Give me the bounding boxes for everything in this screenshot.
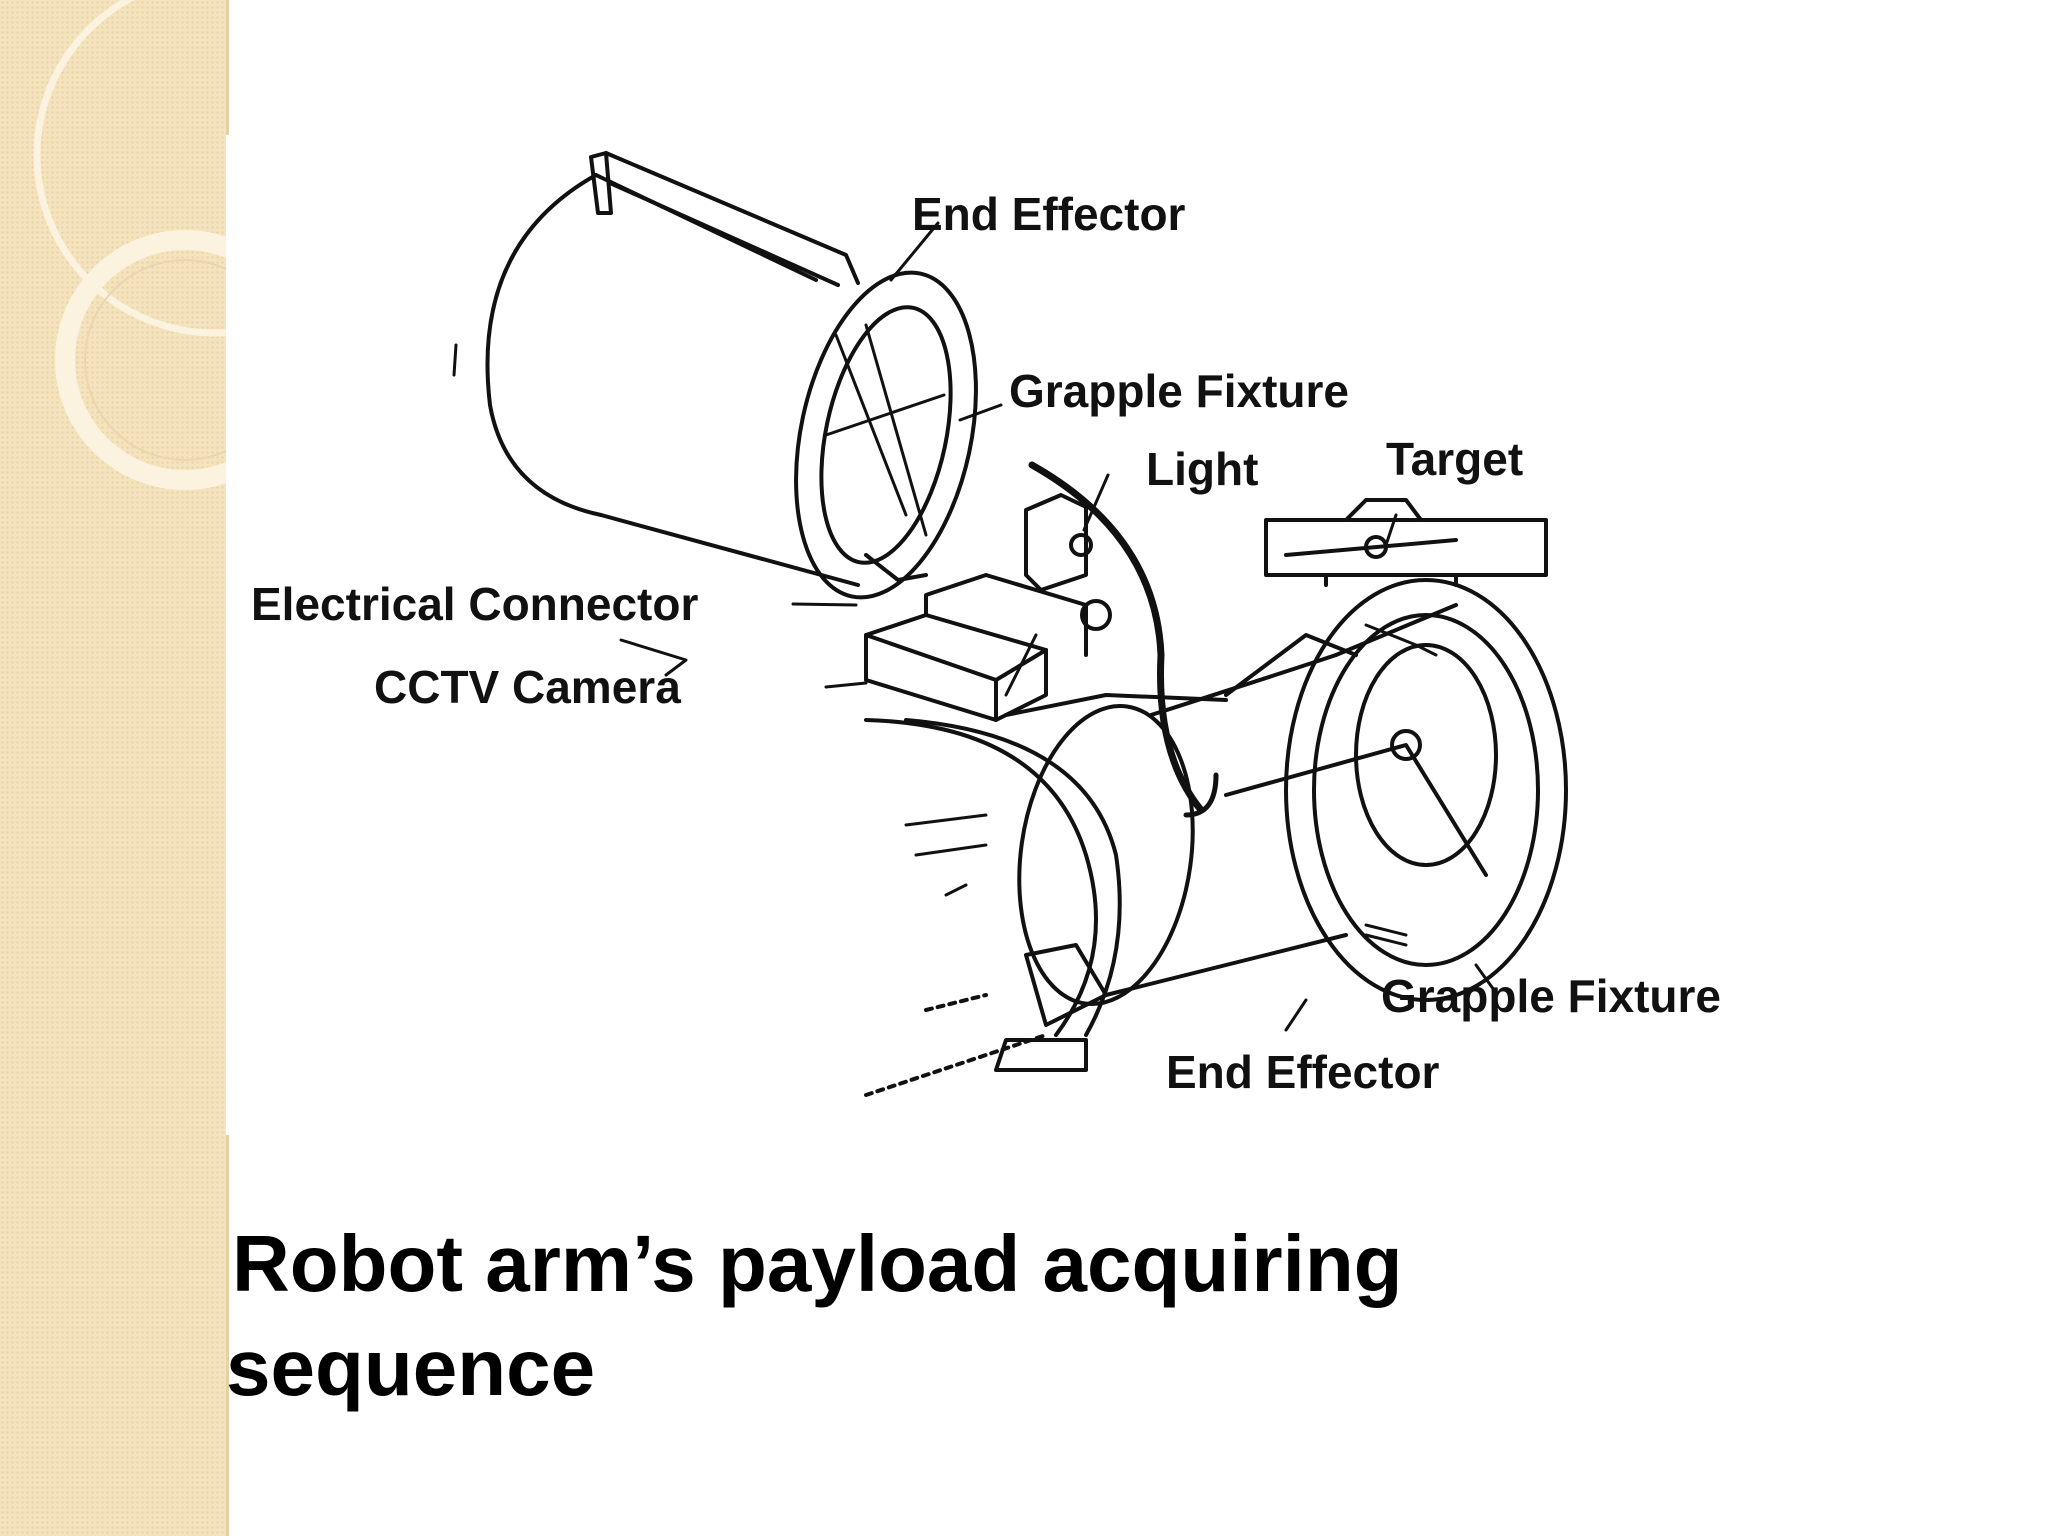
- label-electrical-connector: Electrical Connector: [251, 578, 698, 630]
- label-cctv-camera: CCTV Camera: [374, 661, 681, 713]
- caption-line-1: Robot arm’s payload acquiring: [232, 1219, 1403, 1308]
- decorative-rings: [33, 0, 228, 490]
- cable: [1028, 461, 1205, 814]
- target-plate: [1264, 498, 1548, 587]
- label-end-effector-top: End Effector: [912, 188, 1186, 240]
- label-grapple-fixture-top: Grapple Fixture: [1009, 365, 1349, 417]
- upper-end-effector: [452, 151, 978, 677]
- camera-block: [864, 493, 1112, 722]
- robot-arm-figure: End Effector Grapple Fixture Target Ligh…: [226, 135, 1826, 1135]
- caption-line-2: sequence: [226, 1323, 596, 1412]
- slide-caption: Robot arm’s payload acquiring sequence: [226, 1212, 1626, 1420]
- lower-end-effector: [864, 633, 1358, 1097]
- label-target: Target: [1386, 433, 1523, 485]
- label-light: Light: [1146, 443, 1258, 495]
- decorative-side-band: [0, 0, 228, 1536]
- label-end-effector-bottom: End Effector: [1166, 1046, 1440, 1098]
- label-grapple-fixture-bottom: Grapple Fixture: [1381, 970, 1721, 1022]
- right-grapple-ring: [1224, 578, 1568, 1002]
- robot-arm-diagram: End Effector Grapple Fixture Target Ligh…: [251, 151, 1721, 1098]
